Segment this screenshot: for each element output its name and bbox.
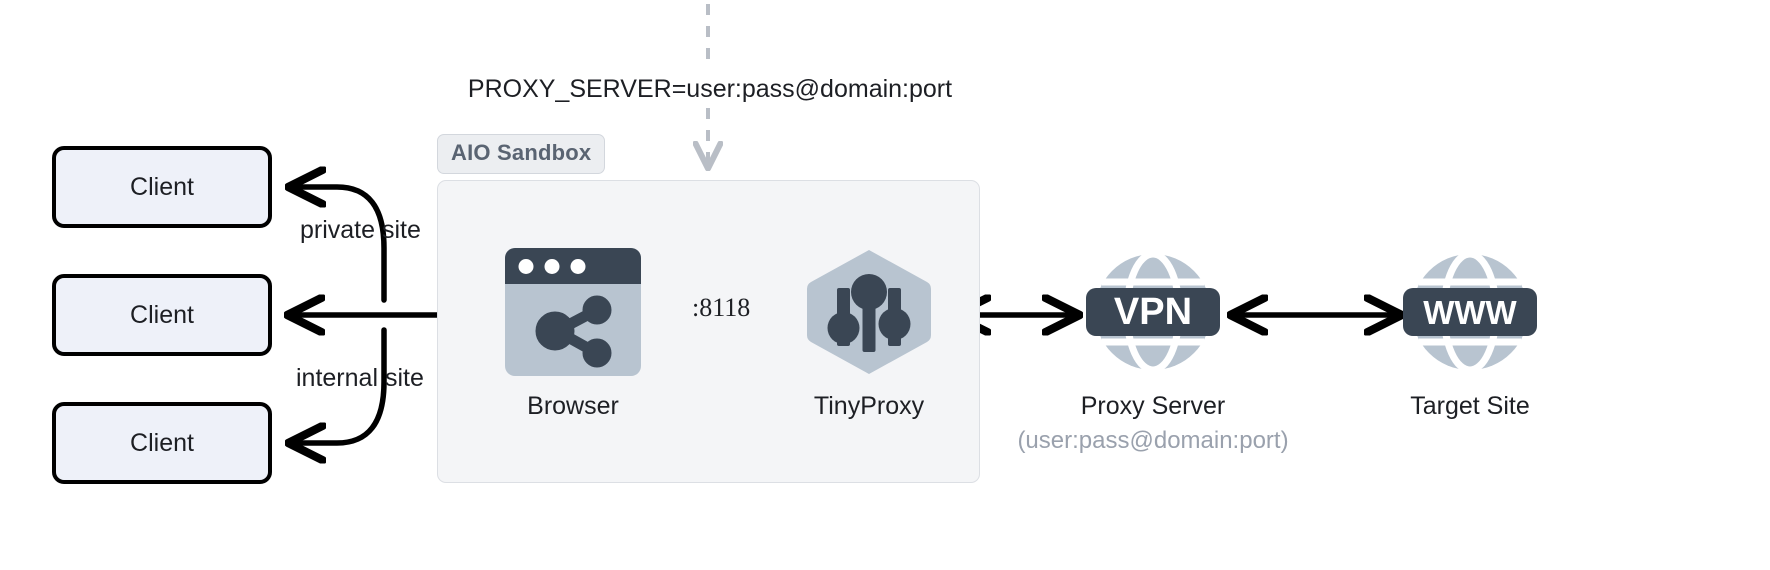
proxy-server-caption: Proxy Server <box>1080 392 1226 420</box>
edge-label-internal-site: internal site <box>296 364 424 392</box>
edge-label-private-site: private site <box>300 216 421 244</box>
client-node-3[interactable]: Client <box>52 402 272 484</box>
globe-vpn-icon: VPN <box>1078 248 1228 376</box>
globe-www-icon: WWW <box>1395 248 1545 376</box>
env-var-annotation: PROXY_SERVER=user:pass@domain:port <box>467 75 953 103</box>
target-site-caption: Target Site <box>1410 392 1530 420</box>
port-label: :8118 <box>692 293 751 322</box>
proxy-server-subcaption: (user:pass@domain:port) <box>1017 427 1289 454</box>
tinyproxy-caption: TinyProxy <box>813 392 925 420</box>
browser-caption: Browser <box>527 392 619 420</box>
hexagon-sliders-icon <box>804 248 934 376</box>
client-node-2[interactable]: Client <box>52 274 272 356</box>
browser-share-icon <box>505 248 641 376</box>
proxy-server-node[interactable]: VPN Proxy Server (user:pass@domain:port) <box>1017 248 1289 455</box>
tinyproxy-node[interactable]: TinyProxy <box>795 248 943 421</box>
vpn-badge-text: VPN <box>1114 291 1192 333</box>
client-node-1[interactable]: Client <box>52 146 272 228</box>
client-label: Client <box>130 428 194 457</box>
client-label: Client <box>130 172 194 201</box>
www-badge-text: WWW <box>1423 294 1517 331</box>
sandbox-badge: AIO Sandbox <box>437 134 606 174</box>
browser-node[interactable]: Browser <box>494 248 652 421</box>
client-label: Client <box>130 300 194 329</box>
target-site-node[interactable]: WWW Target Site <box>1394 248 1546 421</box>
